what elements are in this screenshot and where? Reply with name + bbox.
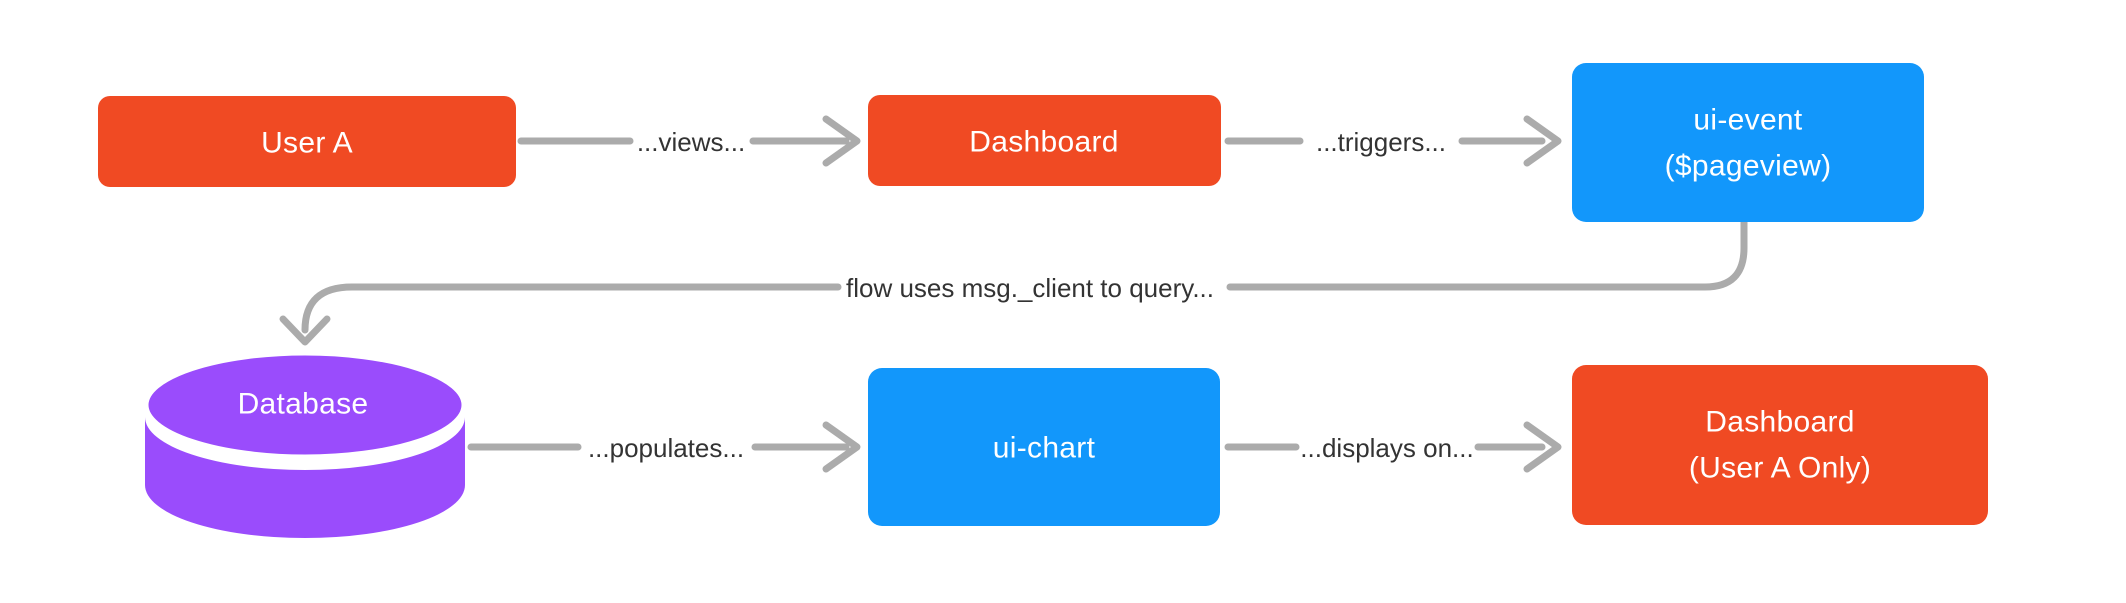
node-dashboard-label: Dashboard (969, 126, 1118, 159)
node-user-a: User A (98, 96, 516, 187)
node-dashboard: Dashboard (868, 95, 1221, 186)
edge-views-label: ...views... (637, 127, 745, 157)
edge-displays-on-label: ...displays on... (1300, 433, 1473, 463)
node-database: Database (141, 348, 469, 538)
edge-displays-on: ...displays on... (1224, 421, 1562, 473)
edge-views: ...views... (517, 115, 861, 167)
node-user-a-label: User A (261, 127, 353, 160)
node-dashboard-box (868, 95, 1221, 186)
node-dashboard-user-a-only-box (1572, 365, 1988, 525)
node-database-cylinder-body (145, 417, 465, 538)
edge-views-arrowhead-icon (822, 115, 861, 167)
node-user-a-box (98, 96, 516, 187)
node-ui-event: ui-event ($pageview) (1572, 63, 1924, 222)
edge-populates: ...populates... (467, 421, 861, 473)
edge-query-label: flow uses msg._client to query... (846, 273, 1214, 303)
node-ui-event-box (1572, 63, 1924, 222)
edge-query-arrowhead-icon (279, 315, 331, 346)
node-dashboard-user-a-only-label-line2: (User A Only) (1689, 452, 1871, 485)
edge-triggers-arrowhead-icon (1523, 115, 1562, 167)
node-dashboard-user-a-only-label-line1: Dashboard (1705, 406, 1854, 439)
edge-query-line-right (1226, 218, 1748, 291)
node-dashboard-user-a-only: Dashboard (User A Only) (1572, 365, 1988, 525)
node-ui-event-label-line1: ui-event (1693, 104, 1802, 137)
edge-displays-on-arrowhead-icon (1523, 421, 1562, 473)
edge-triggers: ...triggers... (1224, 115, 1562, 167)
node-ui-chart-label: ui-chart (993, 432, 1096, 465)
edge-populates-arrowhead-icon (822, 421, 861, 473)
edge-query-line-left (301, 283, 842, 334)
node-ui-chart-box (868, 368, 1220, 526)
node-ui-event-label-line2: ($pageview) (1665, 150, 1832, 183)
node-database-cylinder-top (141, 348, 469, 462)
node-ui-chart: ui-chart (868, 368, 1220, 526)
edge-triggers-label: ...triggers... (1316, 127, 1446, 157)
node-database-label: Database (238, 388, 369, 421)
edge-query: flow uses msg._client to query... (279, 218, 1748, 346)
edge-populates-label: ...populates... (588, 433, 744, 463)
